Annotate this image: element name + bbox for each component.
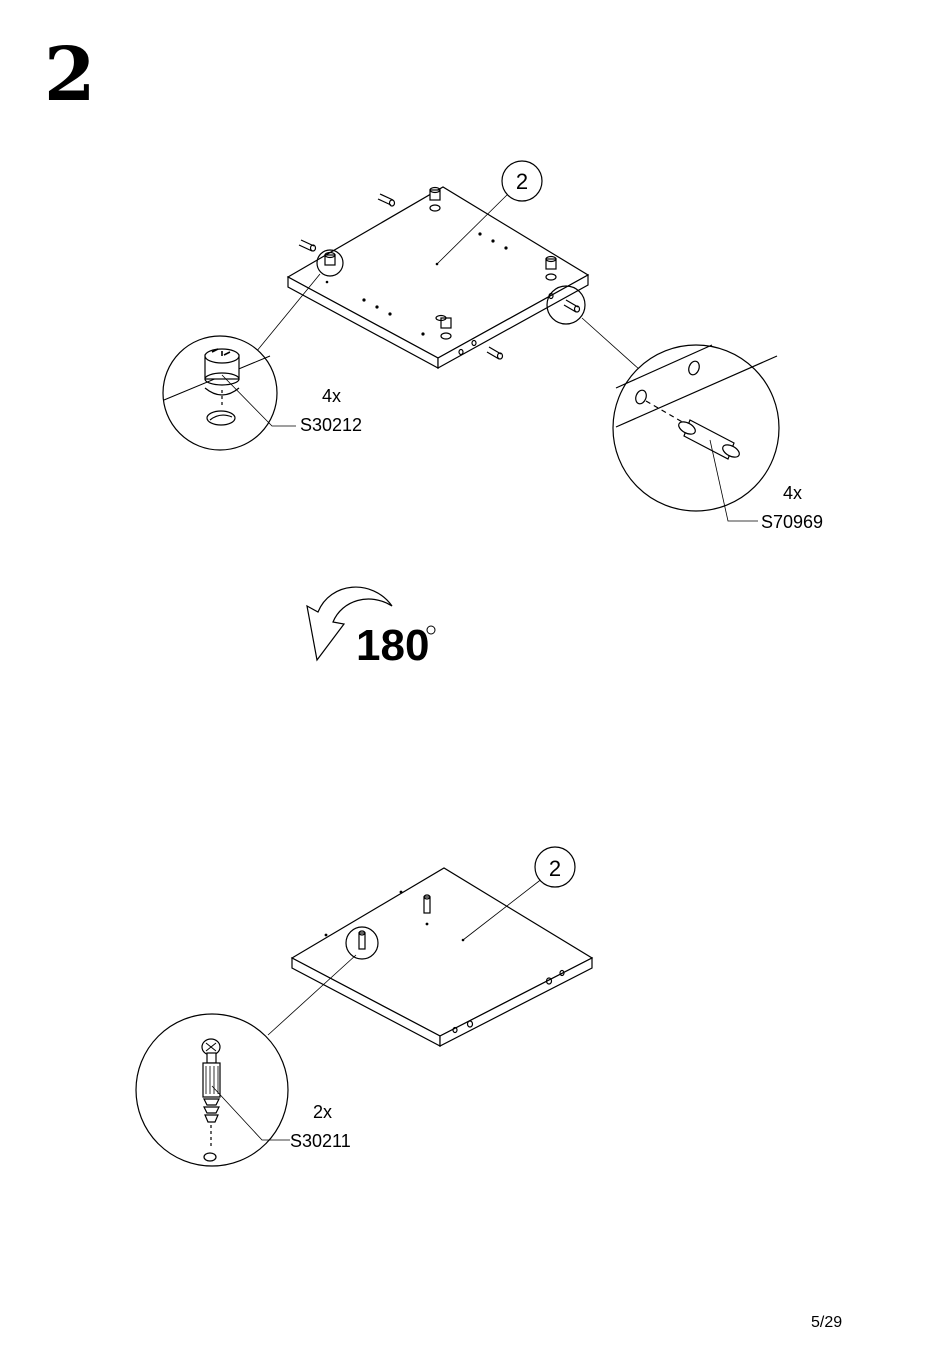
cam-lock-icon [163,274,320,450]
cam-bolt-quantity: 2x [313,1102,332,1122]
wooden-dowel-icon [582,318,779,521]
part-number-top: 2 [516,169,528,194]
cam-bolt-part-code: S30211 [290,1131,351,1151]
part-number-bottom: 2 [549,856,561,881]
dowel-quantity: 4x [783,483,802,503]
cam-lock-part-code: S30212 [300,415,362,435]
dowel-part-code: S70969 [761,512,823,532]
page-number: 5/29 [811,1314,842,1332]
cam-lock-quantity: 4x [322,386,341,406]
bottom-panel [292,868,592,1046]
top-panel [288,187,588,368]
rotation-value: 180 [356,621,429,670]
